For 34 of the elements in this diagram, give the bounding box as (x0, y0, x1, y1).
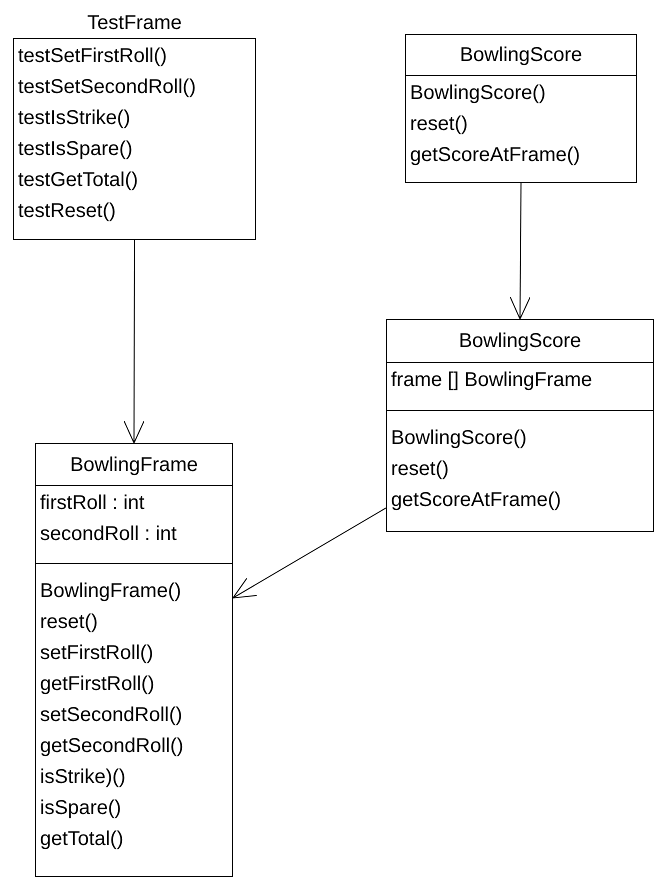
attribute-text: secondRoll : int (40, 523, 177, 545)
attribute-text: firstRoll : int (40, 492, 144, 514)
method-text: testSetSecondRoll() (18, 76, 196, 98)
class-box (35, 443, 233, 877)
method-text: getTotal() (40, 828, 124, 850)
arrow (510, 182, 531, 320)
method-text: isSpare() (40, 797, 122, 819)
method-text: getSecondRoll() (40, 735, 184, 757)
class-box (405, 34, 637, 183)
class-name: BowlingScore (458, 329, 582, 354)
method-text: setSecondRoll() (40, 704, 182, 726)
method-text: getScoreAtFrame() (391, 489, 562, 511)
method-text: testGetTotal() (18, 169, 138, 191)
attribute-text: frame [] BowlingFrame (391, 369, 592, 391)
method-text: isStrike)() (40, 766, 126, 788)
arrow (232, 507, 386, 598)
method-text: BowlingScore() (410, 82, 546, 104)
method-text: testSetFirstRoll() (18, 45, 167, 67)
arrow (124, 240, 145, 444)
class-box (386, 319, 654, 532)
class-name: TestFrame (87, 11, 182, 36)
class-name: BowlingScore (460, 43, 582, 68)
method-text: getFirstRoll() (40, 673, 154, 695)
method-text: reset() (391, 458, 449, 480)
method-text: reset() (410, 113, 468, 135)
method-text: testIsStrike() (18, 107, 130, 129)
class-name: BowlingFrame (70, 452, 198, 478)
method-text: BowlingScore() (391, 427, 527, 449)
method-text: getScoreAtFrame() (410, 144, 580, 166)
method-text: BowlingFrame() (40, 580, 182, 602)
method-text: reset() (40, 611, 98, 633)
method-text: testIsSpare() (18, 138, 132, 160)
method-text: setFirstRoll() (40, 642, 154, 664)
method-text: testReset() (18, 200, 116, 222)
